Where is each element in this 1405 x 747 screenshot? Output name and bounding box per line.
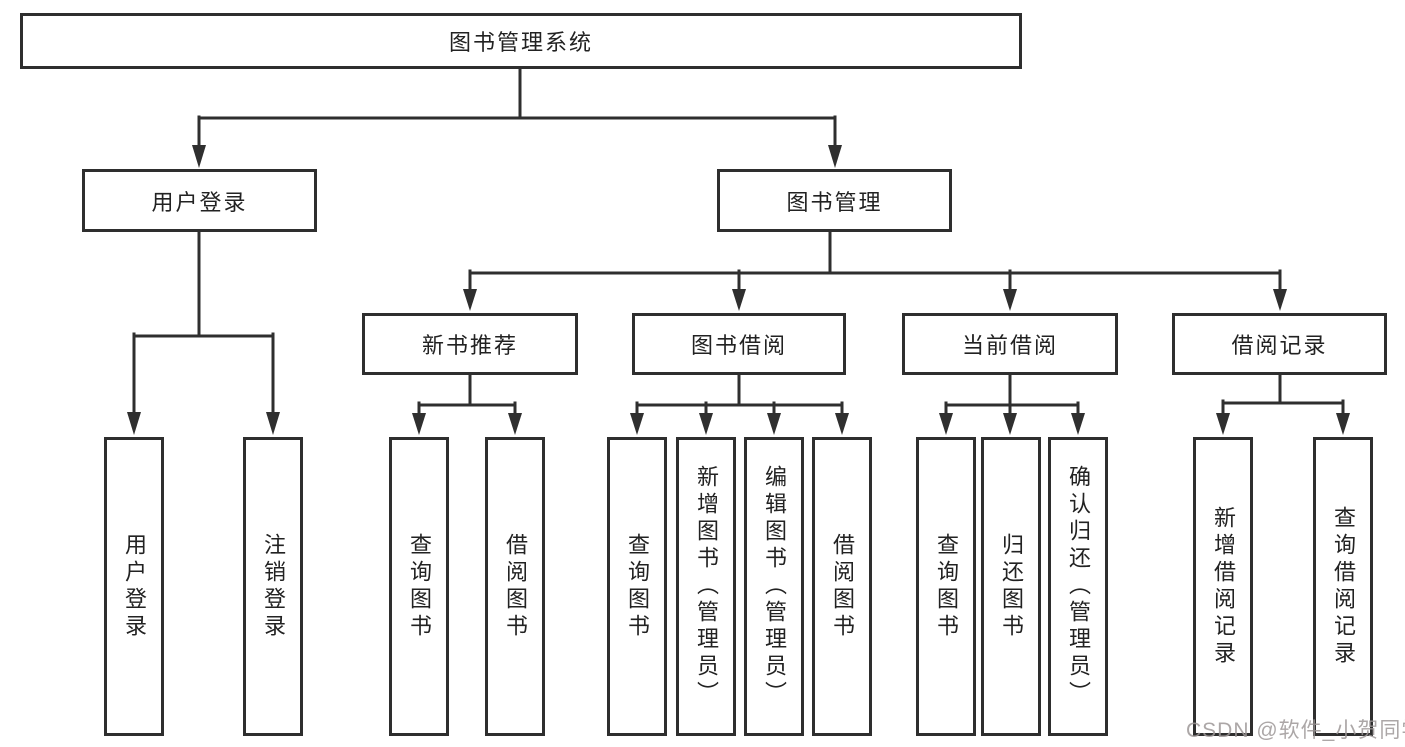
leaf-recommend-query-books: 查询图书 — [389, 437, 449, 736]
node-book-management: 图书管理 — [717, 169, 952, 232]
leaf-logout: 注销登录 — [243, 437, 303, 736]
node-user-login: 用户登录 — [82, 169, 317, 232]
node-borrow-records-label: 借阅记录 — [1231, 333, 1328, 358]
leaf-borrow-query-books-label: 查询图书 — [625, 532, 650, 641]
node-borrow-records: 借阅记录 — [1172, 313, 1387, 375]
node-book-borrow-label: 图书借阅 — [690, 333, 787, 358]
node-root-label: 图书管理系统 — [448, 30, 593, 55]
node-current-borrow-label: 当前借阅 — [961, 333, 1058, 358]
node-book-management-label: 图书管理 — [786, 189, 883, 215]
leaf-records-add-record: 新增借阅记录 — [1193, 437, 1253, 736]
node-book-borrow: 图书借阅 — [632, 313, 846, 375]
leaf-user-login-label: 用户登录 — [122, 532, 147, 641]
leaf-current-return-books: 归还图书 — [981, 437, 1041, 736]
leaf-current-confirm-return-admin-label: 确认归还（管理员） — [1066, 465, 1091, 708]
leaf-current-query-books-label: 查询图书 — [934, 532, 959, 641]
node-new-book-recommend: 新书推荐 — [362, 313, 578, 375]
leaf-current-query-books: 查询图书 — [916, 437, 976, 736]
leaf-borrow-edit-books-admin-label: 编辑图书（管理员） — [762, 465, 787, 708]
leaf-records-query-record: 查询借阅记录 — [1313, 437, 1373, 736]
leaf-logout-label: 注销登录 — [261, 532, 286, 641]
node-root-system: 图书管理系统 — [20, 13, 1022, 69]
leaf-borrow-add-books-admin: 新增图书（管理员） — [676, 437, 736, 736]
node-user-login-label: 用户登录 — [151, 189, 248, 215]
leaf-borrow-query-books: 查询图书 — [607, 437, 667, 736]
leaf-current-return-books-label: 归还图书 — [999, 532, 1024, 641]
leaf-recommend-borrow-books-label: 借阅图书 — [503, 532, 528, 641]
leaf-records-query-record-label: 查询借阅记录 — [1331, 505, 1356, 668]
leaf-borrow-edit-books-admin: 编辑图书（管理员） — [744, 437, 804, 736]
node-new-book-recommend-label: 新书推荐 — [421, 333, 518, 358]
leaf-borrow-add-books-admin-label: 新增图书（管理员） — [694, 465, 719, 708]
leaf-recommend-query-books-label: 查询图书 — [407, 532, 432, 641]
leaf-current-confirm-return-admin: 确认归还（管理员） — [1048, 437, 1108, 736]
csdn-watermark: CSDN @软件_小贺同学 — [1186, 719, 1405, 742]
leaf-borrow-borrow-books-label: 借阅图书 — [830, 532, 855, 641]
leaf-recommend-borrow-books: 借阅图书 — [485, 437, 545, 736]
node-current-borrow: 当前借阅 — [902, 313, 1118, 375]
leaf-borrow-borrow-books: 借阅图书 — [812, 437, 872, 736]
leaf-records-add-record-label: 新增借阅记录 — [1211, 505, 1236, 668]
leaf-user-login: 用户登录 — [104, 437, 164, 736]
